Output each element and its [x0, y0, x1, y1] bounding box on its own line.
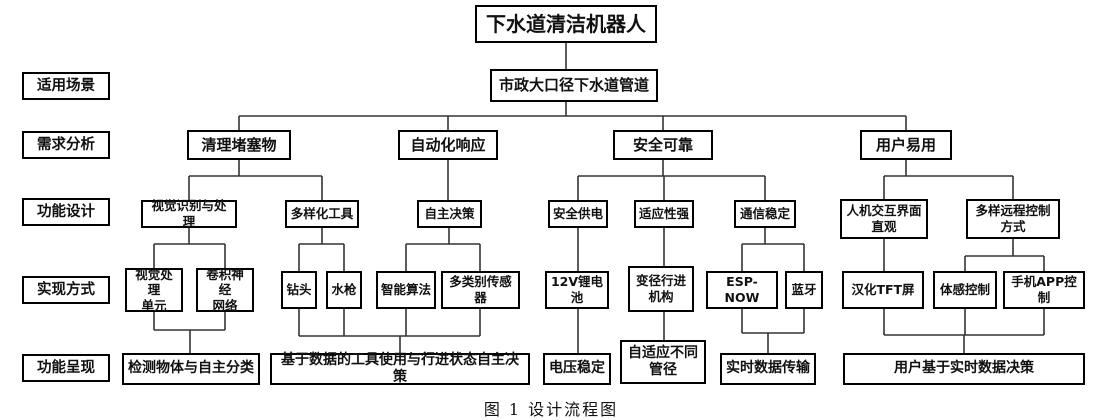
design-comm: 通信稳定: [734, 200, 796, 228]
design-tools: 多样化工具: [285, 200, 359, 228]
present-userdecision: 用户基于实时数据决策: [843, 353, 1085, 385]
impl-vpu: 视觉处理 单元: [125, 267, 183, 313]
present-voltage: 电压稳定: [543, 353, 611, 385]
design-power: 安全供电: [548, 200, 608, 228]
impl-app: 手机APP控制: [1003, 271, 1085, 309]
impl-espnow: ESP-NOW: [706, 271, 778, 309]
diagram-title: 下水道清洁机器人: [475, 5, 657, 43]
scene-node: 市政大口径下水道管道: [490, 69, 658, 102]
present-adaptive: 自适应不同 管径: [620, 340, 706, 384]
need-easy: 用户易用: [860, 130, 952, 160]
row-label-needs: 需求分析: [22, 131, 110, 159]
impl-motion: 体感控制: [933, 271, 997, 309]
impl-bluetooth: 蓝牙: [785, 271, 823, 309]
impl-sensors: 多类别传感器: [441, 271, 520, 309]
present-realtime: 实时数据传输: [720, 353, 816, 385]
need-clean: 清理堵塞物: [187, 130, 291, 160]
design-hmi: 人机交互界面 直观: [840, 199, 928, 239]
design-decision: 自主决策: [417, 200, 482, 228]
need-safe: 安全可靠: [613, 130, 713, 160]
impl-drill: 钻头: [281, 271, 317, 309]
design-remote: 多样远程控制 方式: [966, 199, 1060, 239]
present-detect: 检测物体与自主分类: [122, 353, 260, 385]
present-tooldecision: 基于数据的工具使用与行进状态自主决策: [270, 352, 530, 385]
design-adapt: 适应性强: [634, 200, 694, 228]
design-vision: 视觉识别与处理: [141, 198, 237, 229]
row-label-presentation: 功能呈现: [22, 354, 110, 382]
impl-cnn: 卷积神经 网络: [196, 267, 254, 313]
impl-algo: 智能算法: [376, 271, 436, 309]
impl-battery: 12V锂电池: [545, 271, 609, 309]
row-label-scene: 适用场景: [22, 72, 110, 100]
impl-water: 水枪: [326, 271, 362, 309]
need-auto: 自动化响应: [398, 130, 498, 160]
impl-mechanism: 变径行进 机构: [628, 266, 694, 312]
impl-tft: 汉化TFT屏: [842, 271, 924, 309]
figure-caption: 图 1 设计流程图: [483, 400, 619, 419]
row-label-implementation: 实现方式: [22, 276, 110, 304]
row-label-design: 功能设计: [22, 198, 110, 226]
